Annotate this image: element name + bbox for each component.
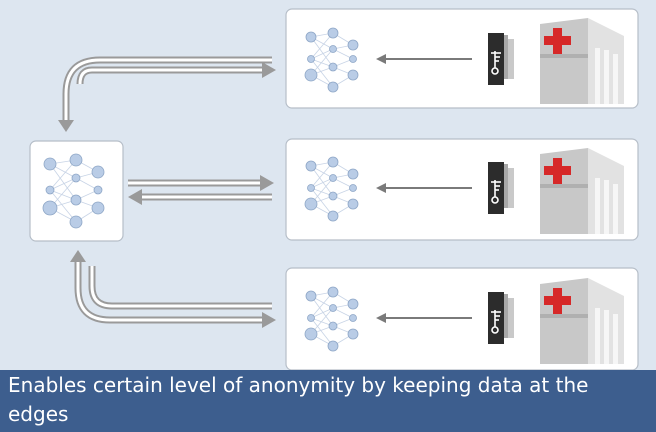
site-2-neural-network-icon: [304, 156, 359, 222]
site-1-hospital-building-icon: [540, 18, 624, 104]
site-3-neural-network-icon: [304, 286, 359, 352]
caption-text: Enables certain level of anonymity by ke…: [8, 373, 589, 426]
link-central-site-3: [70, 250, 276, 328]
site-1-neural-network-icon: [304, 27, 359, 93]
site-3-key-document-icon: [488, 292, 514, 344]
site-2-hospital-building-icon: [540, 148, 624, 234]
link-central-site-2: [128, 175, 274, 205]
site-3-hospital-building-icon: [540, 278, 624, 364]
federated-learning-diagram: [29, 8, 639, 370]
central-neural-network-icon: [42, 153, 105, 229]
caption-bar: Enables certain level of anonymity by ke…: [0, 370, 656, 432]
site-1-key-document-icon: [488, 33, 514, 85]
site-2-key-document-icon: [488, 162, 514, 214]
link-site-1-to-central: [58, 56, 276, 132]
